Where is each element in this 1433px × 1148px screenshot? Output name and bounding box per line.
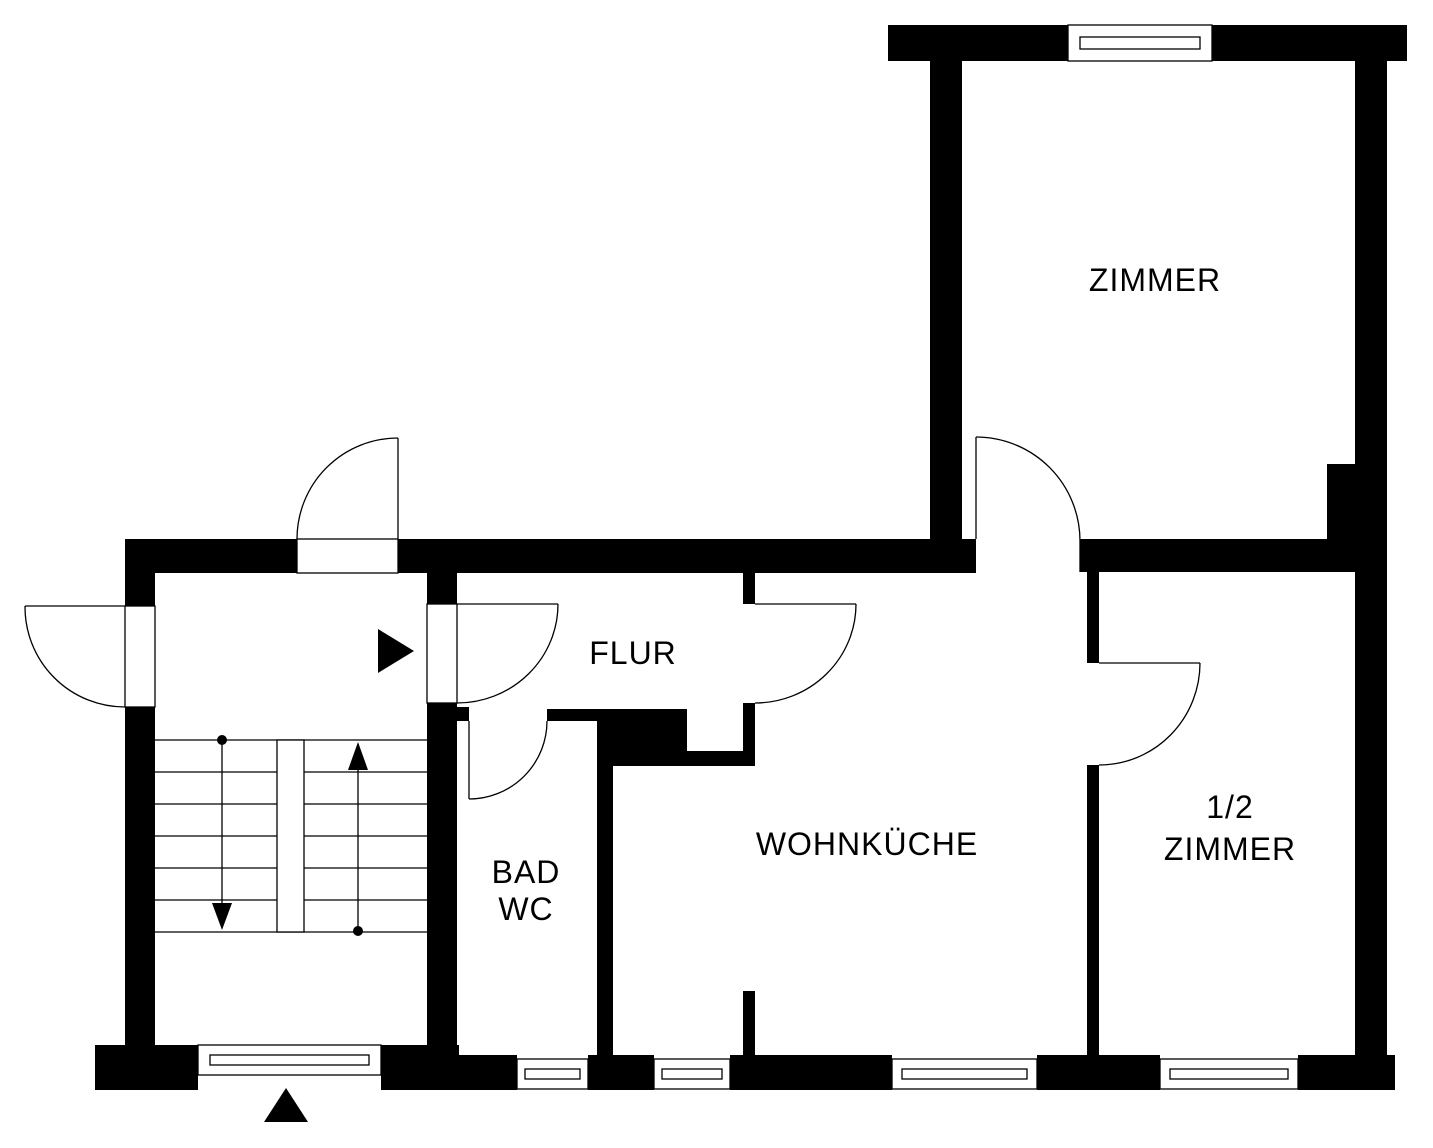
room-label-bad: BAD <box>492 854 561 890</box>
walls <box>95 25 1407 1090</box>
building-entrance-arrow-icon <box>264 1088 308 1122</box>
room-label-zimmer: ZIMMER <box>1089 262 1221 298</box>
room-label-wohnkueche: WOHNKÜCHE <box>756 826 978 862</box>
door-kitchen <box>754 603 857 704</box>
staircase <box>155 735 427 936</box>
room-label-wc: WC <box>498 891 553 927</box>
door-stairwell-top <box>296 437 399 540</box>
stair-eye <box>276 739 305 933</box>
door-entrance <box>456 603 559 704</box>
window-zimmer-top <box>1067 24 1213 62</box>
window-bad <box>516 1058 589 1090</box>
door-stairwell-left <box>24 605 126 708</box>
window-kitchen-small <box>653 1058 731 1090</box>
doors <box>24 436 1201 800</box>
door-bad <box>468 720 548 800</box>
door-zimmer <box>975 436 1081 572</box>
windows <box>197 24 1299 1090</box>
stair-arrow-down <box>212 735 232 930</box>
entrance-arrow-icon <box>378 629 414 673</box>
room-label-flur: FLUR <box>589 635 677 671</box>
room-label-half-zimmer-1: 1/2 <box>1206 789 1253 825</box>
room-label-half-zimmer-2: ZIMMER <box>1164 831 1296 867</box>
room-labels: ZIMMER FLUR WOHNKÜCHE 1/2 ZIMMER BAD WC <box>492 262 1296 927</box>
window-kitchen-large <box>891 1058 1038 1090</box>
window-stairwell <box>197 1044 382 1076</box>
door-half-zimmer <box>1098 662 1201 766</box>
window-half-zimmer <box>1159 1058 1299 1090</box>
door-frames <box>124 538 458 708</box>
stair-arrow-up <box>348 742 368 936</box>
